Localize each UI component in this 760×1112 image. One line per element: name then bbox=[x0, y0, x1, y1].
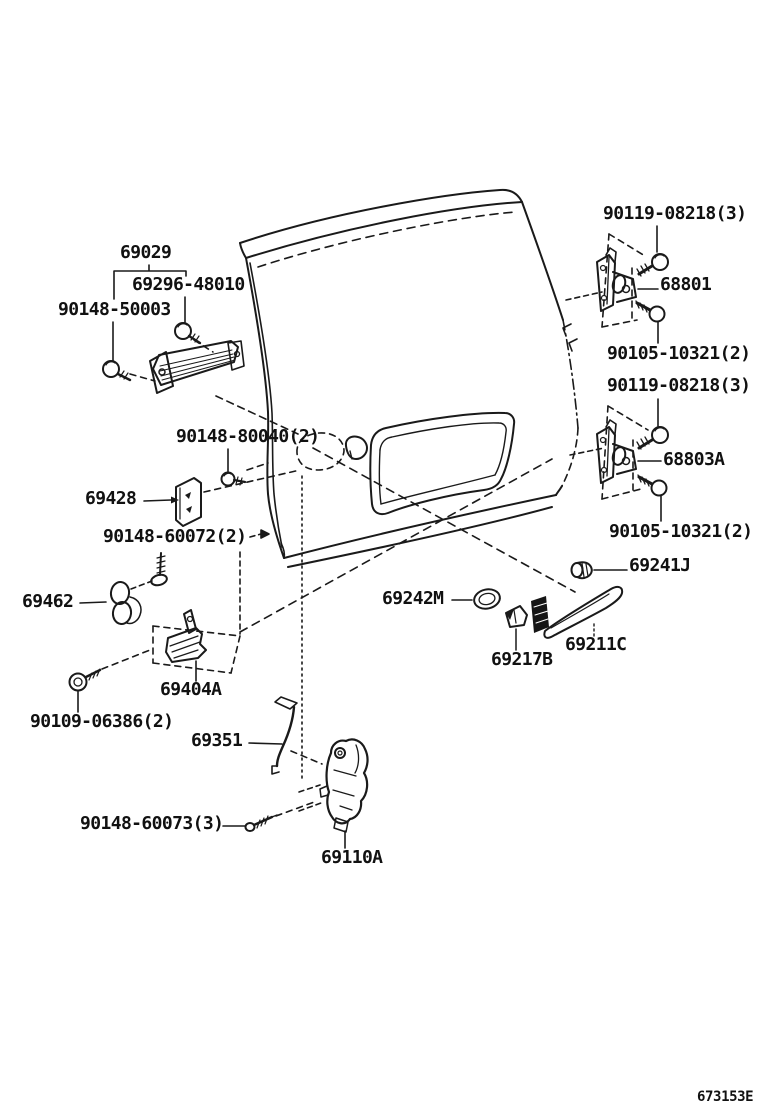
arrowhead-60072 bbox=[260, 529, 270, 539]
bolt-90105-lower bbox=[637, 474, 668, 497]
part-label-69404a: 69404A bbox=[160, 679, 222, 700]
bolt-90119-lower bbox=[636, 426, 669, 450]
part-label-90148-50003: 90148-50003 bbox=[58, 299, 171, 320]
rod-69351-drawing bbox=[248, 696, 298, 775]
lock-control-69404a-drawing bbox=[165, 609, 207, 682]
diagram-code: 673153E bbox=[697, 1089, 754, 1105]
lock-69110a-drawing bbox=[319, 738, 369, 849]
leader-60073 bbox=[275, 800, 318, 817]
leader-lines bbox=[101, 291, 605, 817]
leader-69462 bbox=[130, 580, 153, 590]
screw-80040 bbox=[220, 471, 247, 487]
screw-69296 bbox=[174, 322, 202, 345]
bolt-90119-upper bbox=[636, 253, 669, 277]
part-label-69241j: 69241J bbox=[629, 555, 691, 576]
part-label-90109: 90109-06386(2) bbox=[30, 711, 174, 732]
lock-control-dashed-box bbox=[152, 625, 241, 674]
part-label-90148-80040: 90148-80040(2) bbox=[176, 426, 320, 447]
part-label-69242m: 69242M bbox=[382, 588, 444, 609]
screw-60073 bbox=[222, 814, 278, 832]
label-connector-lines bbox=[112, 225, 662, 522]
leader-hinge1-door bbox=[565, 291, 603, 301]
cushion-69241j-drawing bbox=[570, 561, 628, 580]
cover-69217b-drawing bbox=[505, 605, 528, 651]
leader-inner-handle bbox=[215, 395, 299, 435]
leader-rod-to-lock bbox=[290, 750, 323, 765]
cushion-69462-drawing bbox=[79, 581, 142, 625]
tailgate-body-drawing bbox=[239, 188, 579, 568]
part-label-90105-upper: 90105-10321(2) bbox=[607, 343, 751, 364]
screw-60072 bbox=[150, 552, 168, 587]
part-label-69462: 69462 bbox=[22, 591, 74, 612]
pad-69242m-drawing bbox=[451, 588, 501, 610]
part-label-69029: 69029 bbox=[120, 242, 172, 263]
leader-handle-to-outside-handle bbox=[312, 447, 576, 593]
part-label-90119-lower: 90119-08218(3) bbox=[607, 375, 751, 396]
leader-lock-left-1 bbox=[298, 784, 321, 793]
bolt-90105-upper bbox=[635, 300, 666, 323]
part-label-68803a: 68803A bbox=[663, 449, 725, 470]
leader-69428 bbox=[203, 469, 301, 493]
part-label-90119-upper: 90119-08218(3) bbox=[603, 203, 747, 224]
stopper-69428-drawing bbox=[143, 477, 202, 527]
part-label-69428: 69428 bbox=[85, 488, 137, 509]
part-label-69351: 69351 bbox=[191, 730, 243, 751]
leader-90109 bbox=[101, 649, 151, 670]
part-label-69110a: 69110A bbox=[321, 847, 383, 868]
leader-60072-arrow bbox=[249, 533, 262, 538]
part-label-68801: 68801 bbox=[660, 274, 712, 295]
screw-90109 bbox=[68, 668, 102, 713]
leader-lock-left-2 bbox=[298, 802, 322, 812]
part-label-90105-lower: 90105-10321(2) bbox=[609, 521, 753, 542]
leader-lock-control-to-door bbox=[239, 458, 553, 633]
leader-screw-b bbox=[129, 373, 156, 382]
hinge-upper-drawing bbox=[596, 233, 646, 328]
part-label-69217b: 69217B bbox=[491, 649, 553, 670]
hinge-lower-drawing bbox=[596, 405, 649, 500]
handle-pocket-drawing bbox=[296, 432, 368, 471]
license-plate-recess-drawing bbox=[369, 411, 516, 516]
leader-screw-80040 bbox=[246, 462, 269, 471]
inside-handle-drawing bbox=[149, 340, 245, 394]
part-label-90148-60073: 90148-60073(3) bbox=[80, 813, 224, 834]
screw-50003 bbox=[102, 360, 132, 382]
part-label-69211c: 69211C bbox=[565, 634, 627, 655]
part-label-90148-60072: 90148-60072(2) bbox=[103, 526, 247, 547]
part-label-69296: 69296-48010 bbox=[132, 274, 245, 295]
outside-handle-69211c-drawing bbox=[531, 585, 624, 639]
